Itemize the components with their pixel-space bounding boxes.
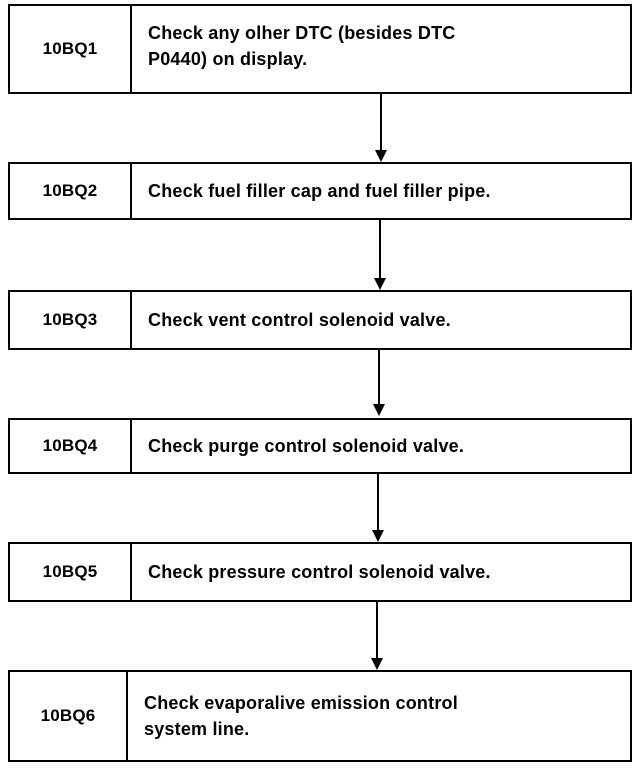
step-description: Check purge control solenoid valve. xyxy=(148,436,465,456)
step-id: 10BQ6 xyxy=(10,672,128,760)
step-id: 10BQ5 xyxy=(10,544,132,600)
step-description: Check evaporalive emission control syste… xyxy=(144,693,458,739)
flow-step-10bq1: 10BQ1 Check any olher DTC (besides DTC P… xyxy=(8,4,632,94)
flow-step-10bq3: 10BQ3 Check vent control solenoid valve. xyxy=(8,290,632,350)
step-id: 10BQ2 xyxy=(10,164,132,218)
flow-step-10bq5: 10BQ5 Check pressure control solenoid va… xyxy=(8,542,632,602)
step-description: Check pressure control solenoid valve. xyxy=(148,562,491,582)
flow-step-10bq6: 10BQ6 Check evaporalive emission control… xyxy=(8,670,632,762)
step-id: 10BQ3 xyxy=(10,292,132,348)
step-description: Check fuel filler cap and fuel filler pi… xyxy=(148,181,491,201)
flow-step-10bq2: 10BQ2 Check fuel filler cap and fuel fil… xyxy=(8,162,632,220)
step-id: 10BQ1 xyxy=(10,6,132,92)
step-description: Check any olher DTC (besides DTC P0440) … xyxy=(148,23,456,69)
step-id: 10BQ4 xyxy=(10,420,132,472)
flow-step-10bq4: 10BQ4 Check purge control solenoid valve… xyxy=(8,418,632,474)
step-description: Check vent control solenoid valve. xyxy=(148,310,451,330)
